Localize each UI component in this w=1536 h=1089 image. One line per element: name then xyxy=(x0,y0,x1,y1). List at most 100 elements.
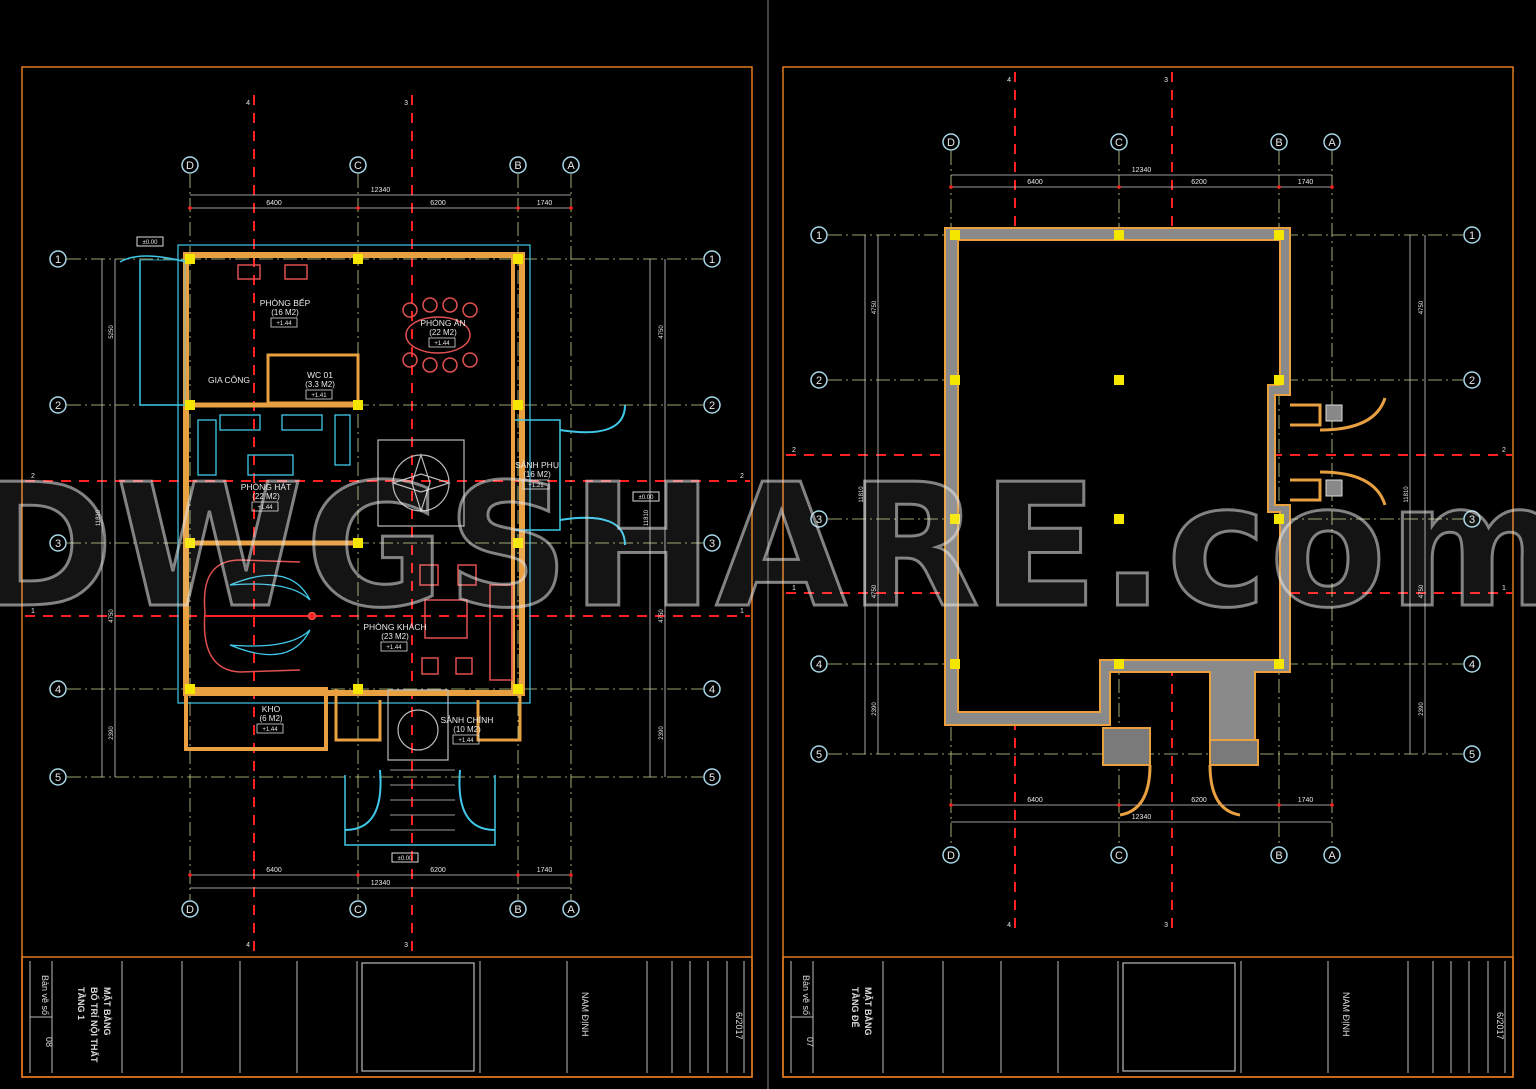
grid-bubble xyxy=(942,846,960,864)
dimension-text: 4750 xyxy=(872,584,878,598)
structural-column xyxy=(185,684,195,694)
dimension-text: 2390 xyxy=(1419,702,1425,716)
grid-bubble-label: 5 xyxy=(55,772,61,784)
grid-bubble-label: 4 xyxy=(816,659,822,671)
dimension-text: 6400 xyxy=(266,200,282,207)
grid-bubble xyxy=(810,510,828,528)
grid-bubble-label: 2 xyxy=(709,400,715,412)
stamp-box xyxy=(361,962,475,1072)
dimension-tick xyxy=(516,206,520,210)
dimension-text: 6400 xyxy=(266,867,282,874)
stair-landing xyxy=(229,574,311,656)
level-marker xyxy=(522,479,550,490)
exterior-finish-line xyxy=(177,244,531,704)
grid-bubble-label: 5 xyxy=(816,749,822,761)
title-block-frame xyxy=(782,956,1514,1078)
room-label: PHÒNG ĂN(22 M2)+1.44 xyxy=(420,318,466,348)
side-lobby-steps xyxy=(515,419,561,531)
structural-columns xyxy=(950,230,1284,669)
grid-bubble-label: 1 xyxy=(55,254,61,266)
dimension-text: 11810 xyxy=(859,486,865,503)
room-level: +1.41 xyxy=(311,393,327,399)
structural-column xyxy=(1114,230,1124,240)
stove xyxy=(237,264,261,280)
grid-bubble xyxy=(509,900,527,918)
level-marker xyxy=(380,641,408,652)
grid-bubble-label: C xyxy=(1115,137,1123,149)
dimension-tick xyxy=(949,803,953,807)
room-level: +1.44 xyxy=(276,321,292,327)
grid-bubble xyxy=(562,156,580,174)
grid-bubble-label: B xyxy=(514,160,521,172)
structural-column xyxy=(513,400,523,410)
dimension-text: 11810 xyxy=(96,509,102,526)
room-label: GIA CÔNG xyxy=(208,375,250,385)
grid-bubble-label: 5 xyxy=(1469,749,1475,761)
structural-column xyxy=(353,538,363,548)
company-name: NAM ĐỊNH xyxy=(1341,992,1351,1037)
grid-bubble-label: 1 xyxy=(709,254,715,266)
level-marker xyxy=(256,723,284,734)
red-axis-label: 1 xyxy=(31,608,35,615)
sheet-number: 08 xyxy=(44,1037,54,1047)
grid-bubble-label: B xyxy=(514,904,521,916)
grid-bubble xyxy=(49,768,67,786)
grid-bubble-label: A xyxy=(1328,850,1336,862)
structural-column xyxy=(1114,659,1124,669)
dimension-text: 6200 xyxy=(1191,179,1207,186)
grid-bubble-label: 3 xyxy=(709,538,715,550)
room-name: PHÒNG ĂN xyxy=(420,318,465,328)
level-marker xyxy=(270,317,298,328)
dimension-tick xyxy=(1117,803,1121,807)
dimension-text: 12340 xyxy=(371,880,391,887)
grid-bubble-label: 3 xyxy=(816,514,822,526)
coffee-table xyxy=(424,599,468,639)
wc-wall xyxy=(266,353,360,405)
level-marker xyxy=(305,389,333,400)
structural-column xyxy=(950,659,960,669)
room-name: SẢNH CHÍNH xyxy=(441,714,494,725)
grid-bubble xyxy=(1110,133,1128,151)
watermark: DWGSHARE.com xyxy=(0,448,1536,646)
dimension-tick xyxy=(516,873,520,877)
dimension-tick xyxy=(1277,803,1281,807)
grid-bubble xyxy=(810,371,828,389)
dimension-text: 12340 xyxy=(371,187,391,194)
main-lobby-wall xyxy=(334,689,522,742)
structural-column xyxy=(513,684,523,694)
structural-column xyxy=(353,254,363,264)
sofa xyxy=(489,584,513,681)
grid-bubble xyxy=(1270,846,1288,864)
grid-bubble-label: 4 xyxy=(709,684,715,696)
room-label: SẢNH CHÍNH(10 M2)+1.44 xyxy=(441,714,494,745)
dimension-text: 6200 xyxy=(1191,797,1207,804)
front-stair xyxy=(344,775,496,846)
sofa xyxy=(197,419,217,476)
structural-column xyxy=(1274,375,1284,385)
room-area: (16 M2) xyxy=(271,308,299,317)
room-label: PHÒNG BẾP(16 M2)+1.44 xyxy=(260,298,311,328)
side-stair-curve xyxy=(559,404,626,546)
ceiling-ornament xyxy=(377,439,465,761)
grid-bubble xyxy=(181,156,199,174)
room-level: +1.21 xyxy=(528,483,544,489)
grid-bubble-label: C xyxy=(1115,850,1123,862)
grid-bubble-label: 2 xyxy=(55,400,61,412)
room-area: (22 M2) xyxy=(252,492,280,501)
dimension-text: 6200 xyxy=(430,200,446,207)
grid-bubble-label: 2 xyxy=(1469,375,1475,387)
red-axis-label: 1 xyxy=(740,608,744,615)
grid-bubble xyxy=(49,534,67,552)
red-axis-label: 4 xyxy=(1007,77,1011,84)
dimension-text: 4750 xyxy=(659,325,665,339)
dimension-tick xyxy=(1330,185,1334,189)
grid-bubble-label: 2 xyxy=(816,375,822,387)
grid-bubble xyxy=(703,534,721,552)
room-name: WC 01 xyxy=(307,370,333,380)
dimension-text: 4750 xyxy=(872,300,878,314)
grid-bubble-label: C xyxy=(354,160,362,172)
